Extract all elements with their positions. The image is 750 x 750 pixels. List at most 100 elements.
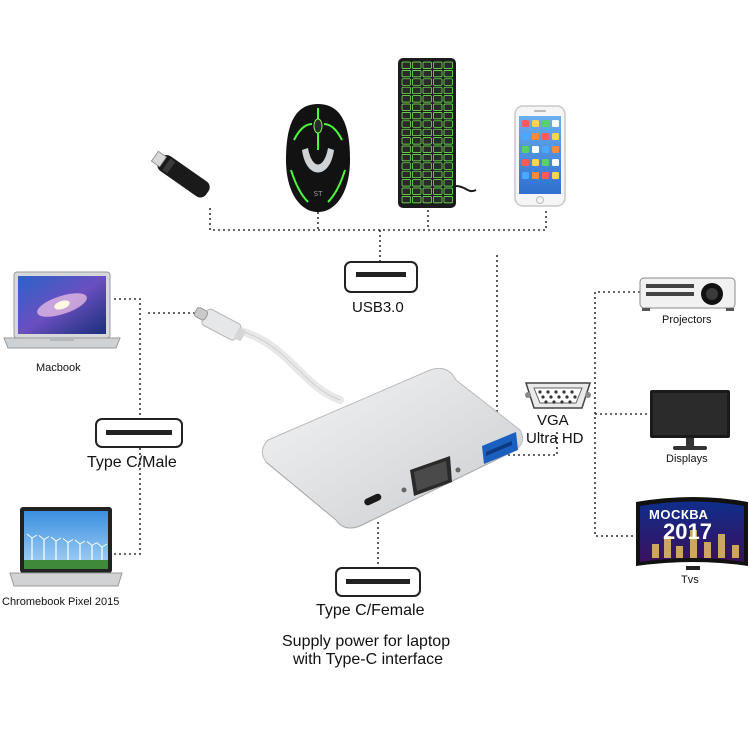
keyboard-keys <box>401 61 453 204</box>
keyboard-key <box>433 128 443 137</box>
phone-app-icon <box>532 172 539 179</box>
phone-app-icon <box>522 120 529 127</box>
keyboard-key <box>433 187 443 195</box>
keyboard-key <box>412 179 422 187</box>
keyboard-key <box>412 154 422 162</box>
supply-power-label-line1: Supply power for laptop <box>282 633 451 650</box>
keyboard-key <box>433 61 443 69</box>
tv-skyline-tower <box>652 544 659 558</box>
keyboard-key <box>443 170 453 179</box>
keyboard-key <box>412 78 422 86</box>
keyboard-key <box>443 196 453 204</box>
vga-pin <box>541 395 545 399</box>
tvs-label: Tvs <box>681 574 699 586</box>
vga-pin <box>560 400 564 404</box>
vga-pin <box>568 400 572 404</box>
phone-app-icon <box>532 146 539 153</box>
gaming-mouse-icon: ST <box>286 104 350 212</box>
adapter-icon <box>193 307 524 529</box>
keyboard-key <box>443 103 453 111</box>
keyboard-key <box>422 145 432 153</box>
tv-skyline-tower <box>690 530 697 558</box>
type-c-female-label: Type C/Female <box>316 602 425 619</box>
keyboard-key <box>433 86 443 95</box>
keyboard-key <box>412 170 422 179</box>
tv-skyline-tower <box>704 542 711 558</box>
turbine-blade <box>55 537 62 542</box>
phone-app-icon <box>552 159 559 166</box>
phone-app-icon <box>542 159 549 166</box>
phone-app-icons <box>522 120 559 179</box>
turbine-blade <box>31 534 38 539</box>
turbine-blade <box>43 536 50 540</box>
keyboard-key <box>412 128 422 137</box>
keyboard-key <box>433 179 443 187</box>
keyboard-key <box>422 179 432 187</box>
keyboard-key <box>401 78 411 86</box>
keyboard-key <box>401 170 411 179</box>
keyboard-key <box>433 120 443 128</box>
vga-port-icon <box>524 382 592 409</box>
keyboard-key <box>422 70 432 78</box>
keyboard-key <box>443 179 453 187</box>
vga-pin <box>554 390 558 394</box>
keyboard-key <box>422 78 432 86</box>
turbine-blade <box>74 539 81 545</box>
smartphone-icon <box>514 105 566 207</box>
keyboard-key <box>443 137 453 145</box>
connector-lines <box>114 208 648 568</box>
keyboard-key <box>412 86 422 95</box>
keyboard-key <box>433 162 443 170</box>
keyboard-key <box>422 61 432 69</box>
display-icon <box>650 390 730 450</box>
tv-skyline-tower <box>676 546 683 558</box>
tv-screen-city: МОСКВА <box>649 507 709 522</box>
keyboard-key <box>422 196 432 204</box>
keyboard-key <box>401 95 411 103</box>
usb-port-icon <box>344 261 418 293</box>
type-c-male-label: Type C/Male <box>87 454 177 471</box>
phone-app-icon <box>532 159 539 166</box>
phone-app-icon <box>532 133 539 140</box>
keyboard-key <box>401 179 411 187</box>
keyboard-key <box>401 70 411 78</box>
keyboard-key <box>412 196 422 204</box>
supply-power-label-line2: with Type-C interface <box>293 651 443 668</box>
vga-pin <box>538 390 542 394</box>
tv-skyline-tower <box>664 536 671 558</box>
phone-app-icon <box>552 146 559 153</box>
keyboard-key <box>401 196 411 204</box>
keyboard-key <box>401 120 411 128</box>
keyboard-key <box>443 154 453 162</box>
macbook-label: Macbook <box>36 362 81 374</box>
tv-icon <box>636 497 748 570</box>
keyboard-key <box>433 95 443 103</box>
keyboard-key <box>412 162 422 170</box>
keyboard-key <box>412 95 422 103</box>
turbine-blade <box>79 540 86 545</box>
phone-app-icon <box>532 120 539 127</box>
vga-pin <box>546 390 550 394</box>
phone-app-icon <box>552 172 559 179</box>
tv-skyline-tower <box>718 534 725 558</box>
phone-app-icon <box>522 133 529 140</box>
turbine-blade <box>96 542 103 548</box>
keyboard-icon <box>398 58 477 208</box>
displays-label: Displays <box>666 453 708 465</box>
macbook-icon <box>3 271 121 349</box>
vga-pin <box>552 400 556 404</box>
chromebook-label: Chromebook Pixel 2015 <box>2 596 120 608</box>
usb-flash-drive-icon <box>150 150 210 198</box>
usb-label: USB3.0 <box>352 299 404 316</box>
keyboard-key <box>412 70 422 78</box>
keyboard-key <box>422 86 432 95</box>
keyboard-key <box>412 120 422 128</box>
keyboard-key <box>433 70 443 78</box>
keyboard-key <box>412 187 422 195</box>
ultra-hd-label: Ultra HD <box>526 430 584 447</box>
keyboard-key <box>443 78 453 86</box>
turbine-blade <box>26 533 33 539</box>
keyboard-key <box>443 120 453 128</box>
phone-app-icon <box>522 146 529 153</box>
